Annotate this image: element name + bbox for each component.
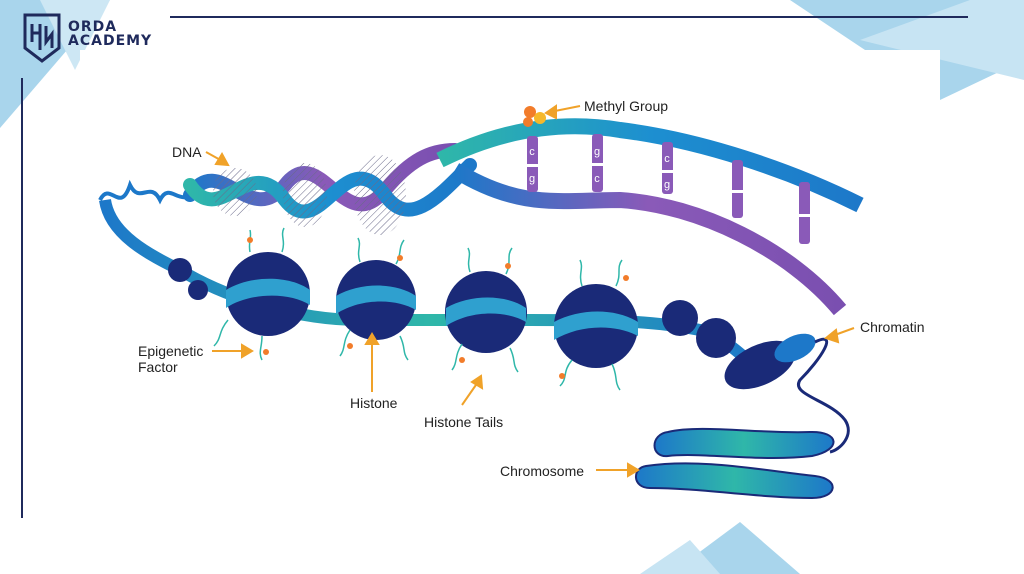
- nucleosome-2: [336, 260, 416, 340]
- label-epigenetic-factor-line-2: Factor: [138, 359, 203, 375]
- label-chromatin: Chromatin: [860, 319, 925, 335]
- label-histone: Histone: [350, 395, 397, 411]
- base-2-top: g: [594, 146, 600, 158]
- nucleosome-small-4: [696, 318, 736, 358]
- nucleosome-4: [554, 284, 638, 368]
- label-histone-tails: Histone Tails: [424, 414, 503, 430]
- base-1-bottom: g: [529, 173, 535, 185]
- base-3-bottom: g: [664, 179, 670, 191]
- nucleosome-small-1: [168, 258, 192, 282]
- nucleosome-1: [226, 252, 310, 336]
- base-1-top: c: [529, 146, 535, 158]
- label-methyl-group: Methyl Group: [584, 98, 668, 114]
- chromosome-shape: [636, 429, 834, 498]
- base-2-bottom: c: [594, 173, 600, 185]
- label-chromosome: Chromosome: [500, 463, 584, 479]
- dna-thin-coil: [100, 185, 195, 200]
- label-dna: DNA: [172, 144, 202, 160]
- base-3-top: c: [664, 153, 670, 165]
- dna-double-helix: [190, 150, 470, 235]
- label-epigenetic-factor-line-1: Epigenetic: [138, 343, 203, 359]
- label-epigenetic-factor: Epigenetic Factor: [138, 343, 203, 375]
- nucleosome-3: [445, 271, 527, 353]
- nucleosome-small-3: [662, 300, 698, 336]
- nucleosome-small-2: [188, 280, 208, 300]
